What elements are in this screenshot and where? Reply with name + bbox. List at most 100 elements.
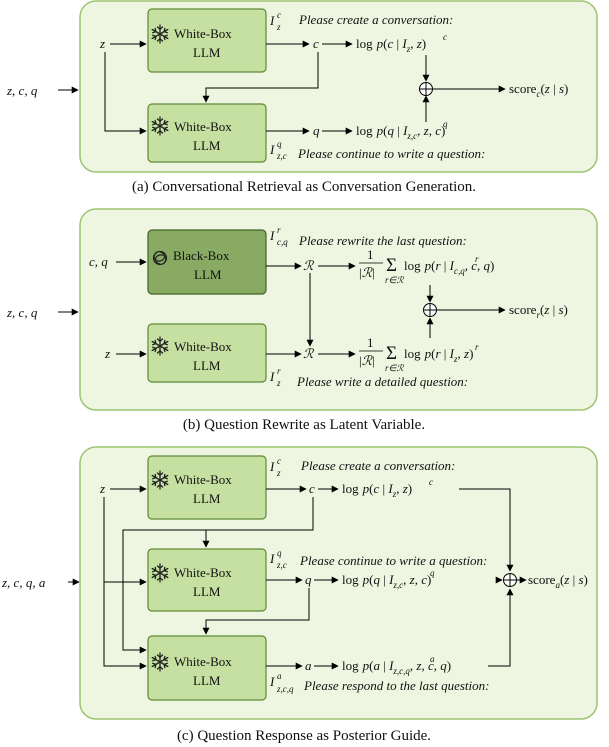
panel-a-input-label: z, c, q: [6, 83, 38, 98]
svg-text:Please continue to write a que: Please continue to write a question:: [299, 553, 487, 568]
svg-text:Please create a conversation:: Please create a conversation:: [298, 12, 453, 27]
svg-text:a: a: [430, 654, 435, 664]
panel-c: z, c, q, a z White-Box LLM White-Box LLM…: [1, 446, 598, 744]
panel-b-caption: (b) Question Rewrite as Latent Variable.: [183, 417, 425, 433]
svg-text:q: q: [443, 119, 448, 129]
llm-label-line1: White-Box: [174, 472, 232, 487]
panel-b-instruction-1: I r c,q Please rewrite the last question…: [269, 225, 467, 248]
panel-b-score: scorer(z | s): [509, 302, 568, 320]
panel-a-z-label: z: [99, 36, 105, 51]
svg-text:Σ: Σ: [386, 343, 397, 364]
svg-text:|ℛ|: |ℛ|: [359, 353, 375, 368]
openai-logo-icon: [152, 250, 168, 266]
svg-text:I: I: [269, 228, 275, 243]
svg-text:Σ: Σ: [386, 255, 397, 276]
svg-text:r∈ℛ: r∈ℛ: [385, 275, 404, 285]
svg-text:I: I: [269, 459, 275, 474]
panel-a-z-to-llm2: [104, 52, 147, 135]
svg-text:I: I: [269, 369, 275, 384]
svg-text:c: c: [277, 10, 281, 20]
svg-text:z,c: z,c: [276, 560, 287, 570]
panel-a-llm2: White-Box LLM: [147, 103, 267, 163]
llm-label-line2: LLM: [194, 267, 222, 282]
panel-b-R-top: ℛ: [303, 258, 315, 273]
svg-text:I: I: [269, 142, 275, 157]
svg-text:c: c: [429, 477, 433, 487]
svg-text:I: I: [269, 674, 275, 689]
svg-text:c: c: [443, 32, 447, 42]
panel-a-c-to-llm2: [202, 52, 319, 103]
panel-c-f1-to-sum: [459, 488, 514, 572]
svg-text:a: a: [277, 671, 282, 681]
llm-label-line1: White-Box: [174, 339, 232, 354]
svg-text:z: z: [276, 378, 281, 388]
panel-b-llm-white: White-Box LLM: [147, 323, 267, 383]
llm-label-line1: Black-Box: [173, 248, 230, 263]
panel-c-output-c: c: [309, 481, 315, 496]
panel-b-llm-black: Black-Box LLM: [147, 229, 267, 295]
panel-a: z, c, q z White-Box LLM White-Box LLM I …: [6, 0, 598, 195]
panel-c-input-label: z, c, q, a: [1, 575, 46, 590]
panel-c-output-q: q: [305, 572, 312, 587]
panel-a-instruction-1: I c z Please create a conversation:: [269, 10, 453, 32]
panel-c-caption: (c) Question Response as Posterior Guide…: [177, 728, 431, 744]
llm-label-line1: White-Box: [174, 565, 232, 580]
panel-a-score: scorec(z | s): [509, 81, 568, 99]
svg-text:1: 1: [367, 247, 374, 262]
panel-c-z-to-llm3: [103, 582, 147, 670]
panel-c-f3-to-sum: [488, 588, 514, 667]
svg-text:q: q: [277, 548, 282, 558]
panel-b-R-bottom: ℛ: [303, 346, 315, 361]
panel-a-llm1: White-Box LLM: [147, 8, 267, 73]
panel-c-llm1: White-Box LLM: [147, 455, 267, 520]
llm-label-line2: LLM: [193, 138, 221, 153]
svg-text:Please respond to the last que: Please respond to the last question:: [303, 678, 489, 693]
panel-b-z-label: z: [104, 346, 110, 361]
svg-text:r∈ℛ: r∈ℛ: [385, 363, 404, 373]
svg-text:z: z: [276, 22, 281, 32]
svg-text:c,q: c,q: [277, 237, 288, 247]
svg-text:r: r: [475, 254, 479, 264]
panel-c-output-a: a: [305, 658, 312, 673]
svg-text:|ℛ|: |ℛ|: [359, 265, 375, 280]
svg-text:1: 1: [367, 335, 374, 350]
panel-a-output-q: q: [313, 123, 320, 138]
svg-text:r: r: [277, 225, 281, 235]
svg-text:I: I: [269, 551, 275, 566]
panel-c-llm2: White-Box LLM: [147, 548, 267, 612]
llm-label-line2: LLM: [193, 358, 221, 373]
panel-c-z-label: z: [99, 481, 105, 496]
svg-text:z: z: [276, 468, 281, 478]
panel-a-caption: (a) Conversational Retrieval as Conversa…: [132, 179, 476, 195]
panel-c-instruction-1: I c z Please create a conversation:: [269, 456, 455, 478]
panel-c-c-to-llm3: [122, 529, 206, 654]
panel-c-c-to-llm2: [202, 497, 314, 548]
svg-text:Please create a conversation:: Please create a conversation:: [300, 458, 455, 473]
llm-label-line1: White-Box: [174, 26, 232, 41]
llm-label-line1: White-Box: [174, 119, 232, 134]
panel-c-instruction-2: I q z,c Please continue to write a quest…: [269, 548, 487, 570]
llm-label-line1: White-Box: [174, 654, 232, 669]
llm-label-line2: LLM: [193, 673, 221, 688]
svg-text:c: c: [277, 456, 281, 466]
panel-b-sum-node: [423, 303, 437, 317]
svg-text:Please write a detailed questi: Please write a detailed question:: [296, 374, 468, 389]
svg-text:r: r: [277, 366, 281, 376]
svg-text:z,c,q: z,c,q: [276, 684, 294, 694]
panel-a-instruction-2: I q z,c Please continue to write a quest…: [269, 139, 485, 161]
panel-c-instruction-3: I a z,c,q Please respond to the last que…: [269, 671, 489, 694]
svg-text:z,c: z,c: [276, 151, 287, 161]
panel-b-input-label: z, c, q: [6, 305, 38, 320]
svg-text:Please rewrite the last questi: Please rewrite the last question:: [298, 233, 467, 248]
panel-a-sum-node: [419, 82, 433, 96]
svg-text:r: r: [475, 342, 479, 352]
